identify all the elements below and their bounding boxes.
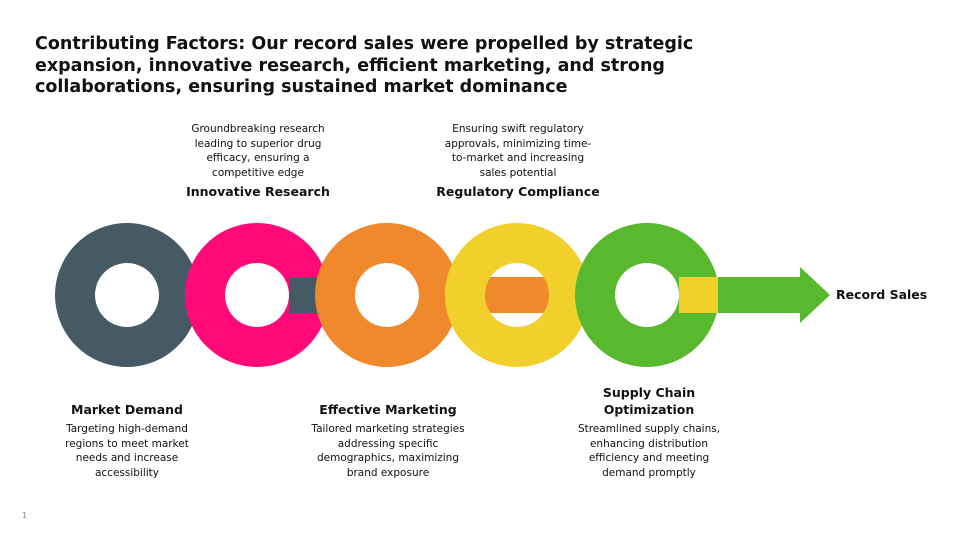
stage-3-description: Tailored marketing strategies addressing… [311,423,465,479]
stage-1-description: Targeting high-demand regions to meet ma… [65,423,189,479]
stage-4-description: Ensuring swift regulatory approvals, min… [444,123,592,179]
ring-regulatory-compliance [445,223,590,367]
stage-3-title: Effective Marketing [319,402,457,417]
ring-innovative-research [185,223,330,367]
stage-5-description: Streamlined supply chains, enhancing dis… [577,423,721,479]
ring-effective-marketing [315,223,460,368]
stage-5-title: Supply Chain Optimization [602,385,696,417]
record-sales-label: Record Sales [836,287,928,302]
page-number: 1 [22,511,28,520]
ring-market-demand [55,223,200,367]
stage-1-title: Market Demand [71,402,183,417]
arrow-head [718,267,830,323]
stage-2-title: Innovative Research [186,184,330,199]
stage-2-description: Groundbreaking research leading to super… [191,123,325,179]
slide-title: Contributing Factors: Our record sales w… [35,34,694,97]
ring-supply-chain [575,223,720,367]
stage-4-title: Regulatory Compliance [436,184,600,199]
